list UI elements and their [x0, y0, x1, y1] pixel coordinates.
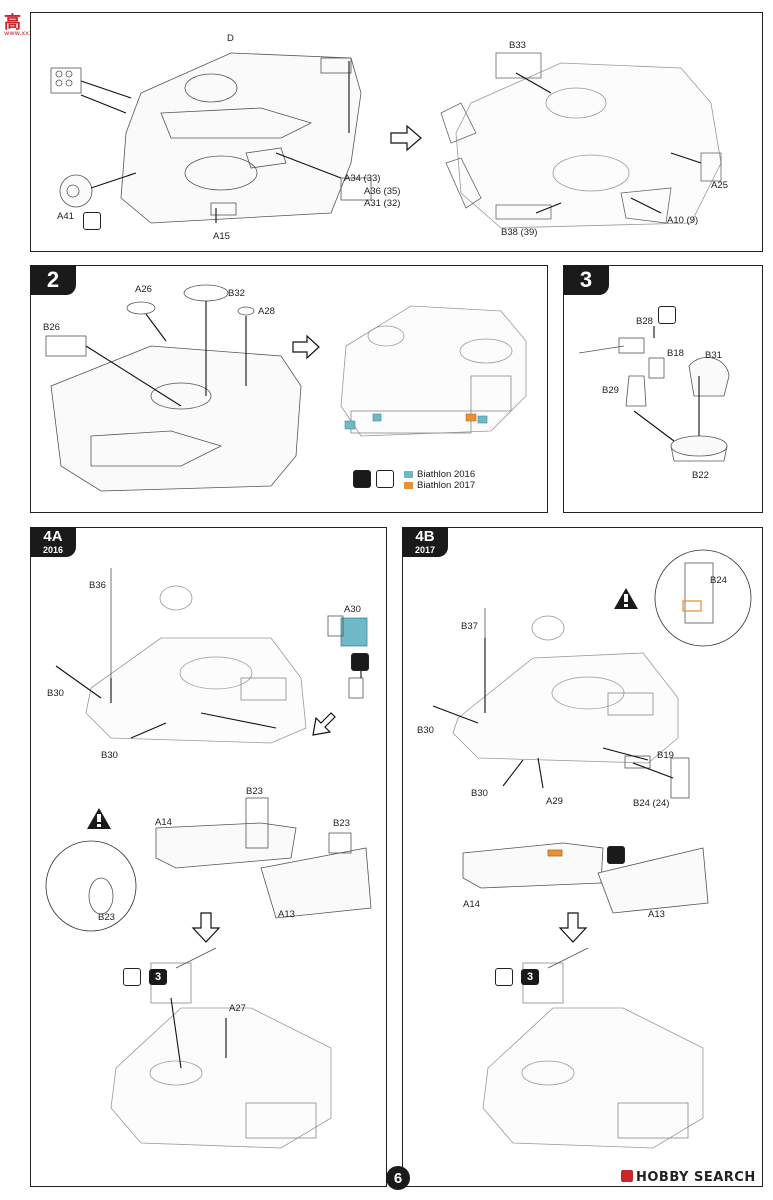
label-b37: B37	[461, 621, 478, 632]
label-b33: B33	[509, 40, 526, 51]
label-b31: B31	[705, 350, 722, 361]
label-a34: A34 (33)	[344, 173, 381, 184]
label-a30: A30	[344, 604, 361, 615]
legend-biathlon-2016: Biathlon 2016	[404, 469, 475, 480]
label-b24-zoom: B24	[710, 575, 727, 586]
watermark-text: HOBBY SEARCH	[636, 1170, 756, 1185]
label-a31: A31 (32)	[364, 198, 401, 209]
step4b-drawing	[432, 549, 752, 1149]
label-b30-bottom: B30	[101, 750, 118, 761]
step-number-badge: 4B 2017	[402, 527, 448, 557]
step2-hull-drawing	[45, 284, 527, 492]
label-a13: A13	[278, 909, 295, 920]
label-a29: A29	[546, 796, 563, 807]
label-b24-part: B24 (24)	[633, 798, 670, 809]
label-b23-left: B23	[246, 786, 263, 797]
paint-brush-icon	[351, 653, 369, 671]
step3-parts-drawing	[578, 326, 730, 462]
label-a28: A28	[258, 306, 275, 317]
legend-biathlon-2017: Biathlon 2017	[404, 480, 475, 491]
step-number-badge: 4A 2016	[30, 527, 76, 557]
legend-label: Biathlon 2017	[417, 480, 476, 491]
hobby-search-watermark: HOBBY SEARCH	[621, 1170, 756, 1185]
paint-option-icon	[376, 470, 394, 488]
label-b28: B28	[636, 316, 653, 327]
label-a36: A36 (35)	[364, 186, 401, 197]
step3-panel: 3 B28 B18 B31 B29 B22	[563, 265, 763, 513]
step-number-badge: 3	[563, 265, 609, 295]
label-b30-left: B30	[417, 725, 434, 736]
label-b22: B22	[692, 470, 709, 481]
step4b-panel: 4B 2017	[402, 527, 763, 1187]
label-a10: A10 (9)	[667, 215, 699, 226]
step4a-drawing	[45, 568, 372, 1149]
label-a14: A14	[155, 817, 172, 828]
label-b23-right: B23	[333, 818, 350, 829]
step-ref-badge: 3	[149, 969, 167, 985]
label-b18: B18	[667, 348, 684, 359]
label-b23-zoom: B23	[98, 912, 115, 923]
label-b38: B38 (39)	[501, 227, 538, 238]
step1-panel: D A41 A15 A34 (33) A36 (35) A31 (32) B33…	[30, 12, 763, 252]
no-glue-icon	[658, 306, 676, 324]
site-logo-chars: 高	[4, 13, 22, 33]
label-a13: A13	[648, 909, 665, 920]
label-a15: A15	[213, 231, 230, 242]
hobby-search-logo-icon	[621, 1170, 633, 1182]
step2-panel: 2	[30, 265, 548, 513]
legend-swatch	[404, 471, 413, 478]
step4a-panel: 4A 2016	[30, 527, 387, 1187]
label-a25: A25	[711, 180, 728, 191]
label-a27: A27	[229, 1003, 246, 1014]
label-b30-bottom: B30	[471, 788, 488, 799]
label-a14: A14	[463, 899, 480, 910]
step-number-badge: 2	[30, 265, 76, 295]
legend-label: Biathlon 2016	[417, 469, 476, 480]
label-b29: B29	[602, 385, 619, 396]
label-a41: A41	[57, 211, 74, 222]
label-d: D	[227, 33, 234, 44]
label-b36: B36	[89, 580, 106, 591]
label-b26: B26	[43, 322, 60, 333]
label-a26: A26	[135, 284, 152, 295]
label-b19: B19	[657, 750, 674, 761]
step-ref-badge: 3	[521, 969, 539, 985]
no-glue-icon	[123, 968, 141, 986]
no-glue-icon	[83, 212, 101, 230]
no-glue-icon	[495, 968, 513, 986]
page-number: 6	[386, 1166, 410, 1190]
paint-brush-icon	[353, 470, 371, 488]
label-b30-left: B30	[47, 688, 64, 699]
paint-brush-icon	[607, 846, 625, 864]
legend-swatch	[404, 482, 413, 489]
step1-hull-drawing	[50, 52, 722, 229]
label-b32: B32	[228, 288, 245, 299]
